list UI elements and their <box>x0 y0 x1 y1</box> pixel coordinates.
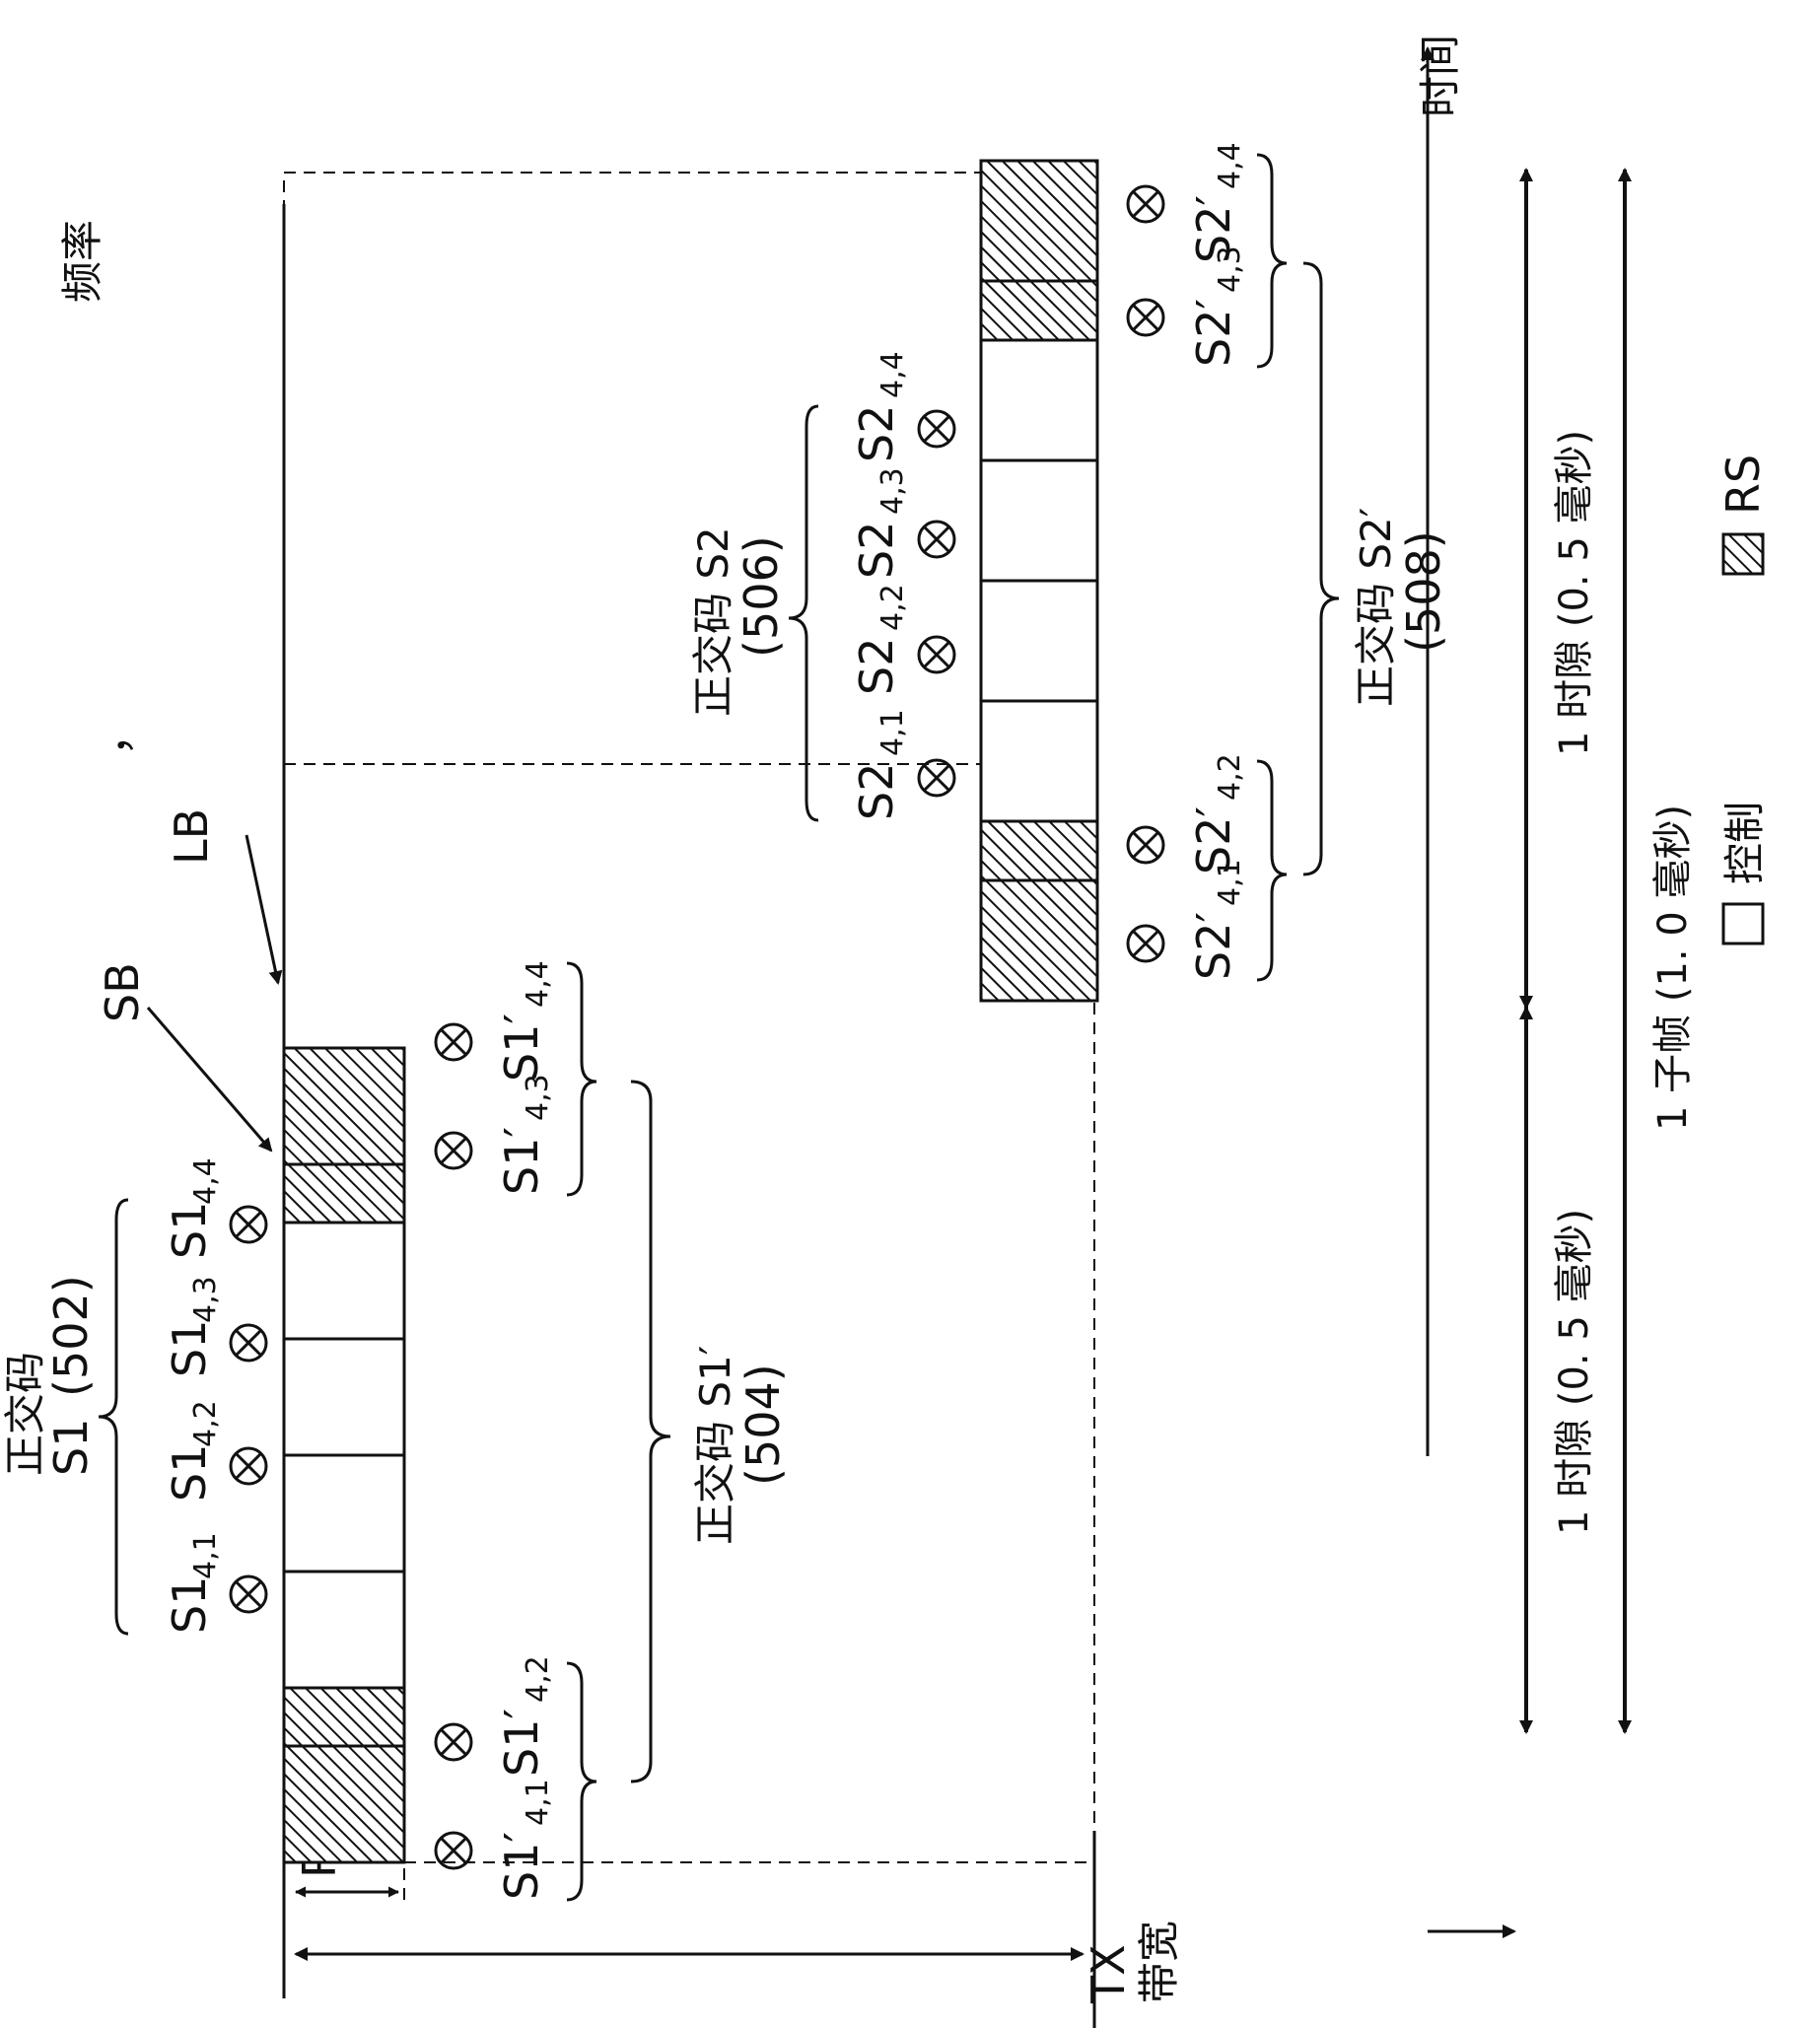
s2-symbol-2: S24,2 <box>850 584 954 695</box>
slot2-resource-block <box>981 161 1097 1001</box>
s2p-symbol-4: S2′4,4 <box>1128 142 1247 263</box>
legend-control-swatch <box>1723 904 1763 944</box>
svg-text:4,2: 4,2 <box>875 584 910 631</box>
slot2-control-1 <box>981 701 1097 821</box>
slot2-sb-rs-1 <box>981 821 1097 880</box>
s2p-code-title: 正交码 S2′ <box>1352 508 1400 707</box>
s1-code-name: S1 <box>44 1419 98 1476</box>
tx-label: TX <box>1082 1944 1135 2004</box>
sb-label: SB <box>96 962 149 1022</box>
s1-symbol-1: S14,1 <box>163 1532 266 1634</box>
s2p-outer-brace <box>1303 263 1339 874</box>
svg-text:4,3: 4,3 <box>188 1276 223 1323</box>
s2-brace <box>789 406 818 820</box>
s2p-code-number: (508) <box>1397 530 1450 653</box>
slot1-control-3 <box>284 1339 404 1455</box>
slot1-sb-rs-2 <box>284 1164 404 1223</box>
svg-text:S2: S2 <box>850 522 903 579</box>
s1p-symbols: S1′4,1 S1′4,2 S1′4,3 S1′4,4 <box>436 960 555 1900</box>
legend-rs-swatch <box>1723 534 1763 574</box>
s2-symbol-3: S24,3 <box>850 467 954 579</box>
svg-text:S1′: S1′ <box>495 1127 548 1195</box>
svg-text:4,4: 4,4 <box>521 960 555 1008</box>
slot1-lb-rs-1 <box>284 1746 404 1862</box>
slot1-control-4 <box>284 1223 404 1339</box>
svg-text:4,1: 4,1 <box>521 1779 555 1826</box>
s1p-left-brace <box>567 1663 596 1900</box>
sb-pointer <box>148 1008 271 1151</box>
legend-rs-label: RS <box>1716 455 1770 515</box>
svg-text:4,3: 4,3 <box>875 467 910 515</box>
svg-text:S2: S2 <box>850 405 903 462</box>
svg-text:S2′: S2′ <box>1187 912 1240 980</box>
time-axis-label: 时间 <box>1416 35 1464 117</box>
svg-text:4,4: 4,4 <box>875 351 910 398</box>
s1p-outer-brace <box>631 1082 670 1782</box>
s1p-right-brace <box>567 963 596 1195</box>
s2-symbols: S24,1 S24,2 S24,3 S24,4 <box>850 351 954 820</box>
svg-text:S2: S2 <box>850 638 903 695</box>
s1-symbol-2: S14,2 <box>163 1400 266 1502</box>
s1-symbol-3: S14,3 <box>163 1276 266 1377</box>
svg-text:4,2: 4,2 <box>521 1655 555 1703</box>
slot2-control-2 <box>981 581 1097 701</box>
svg-text:4,1: 4,1 <box>875 709 910 756</box>
slot2-duration-label: 1 时隙 (0. 5 毫秒) <box>1552 430 1597 756</box>
s1p-symbol-2: S1′4,2 <box>436 1655 555 1777</box>
slot1-control-1 <box>284 1572 404 1688</box>
slot1-resource-block <box>284 1048 404 1862</box>
svg-text:S2: S2 <box>850 763 903 820</box>
lb-label: LB <box>165 808 218 865</box>
s2p-symbol-1: S2′4,1 <box>1128 859 1247 980</box>
slot1-sb-rs-1 <box>284 1688 404 1746</box>
subframe-duration-label: 1 子帧 (1. 0 毫秒) <box>1650 804 1696 1131</box>
slot2-control-4 <box>981 340 1097 460</box>
svg-text:S1: S1 <box>163 1576 216 1634</box>
s2p-symbol-2: S2′4,2 <box>1128 753 1247 874</box>
slot2-control-3 <box>981 460 1097 581</box>
s1p-symbol-3: S1′4,3 <box>436 1074 555 1195</box>
legend-control-label: 控制 <box>1720 802 1769 884</box>
s2p-right-brace <box>1257 155 1287 367</box>
s1-symbols: S14,1 S14,2 S14,3 S14,4 <box>163 1157 266 1634</box>
s1p-code-title: 正交码 S1′ <box>691 1346 739 1545</box>
svg-text:S2′: S2′ <box>1187 806 1240 874</box>
s1-code-number: (502) <box>44 1275 98 1397</box>
svg-text:4,2: 4,2 <box>188 1400 223 1447</box>
svg-text:S2′: S2′ <box>1187 195 1240 263</box>
s2p-left-brace <box>1257 761 1287 980</box>
svg-text:S1: S1 <box>163 1320 216 1377</box>
tick-mark: ， <box>86 711 139 756</box>
svg-text:S1′: S1′ <box>495 1014 548 1082</box>
svg-text:4,4: 4,4 <box>1213 142 1247 189</box>
s2-code-title: 正交码 S2 <box>689 526 737 717</box>
s1p-symbol-1: S1′4,1 <box>436 1779 555 1900</box>
svg-text:4,4: 4,4 <box>188 1157 223 1205</box>
slot2-lb-rs-1 <box>981 880 1097 1001</box>
s1-code-title: 正交码 <box>1 1352 49 1476</box>
slot2-sb-rs-2 <box>981 281 1097 340</box>
slot1-duration-label: 1 时隙 (0. 5 毫秒) <box>1552 1209 1597 1535</box>
s2-code-number: (506) <box>735 535 788 658</box>
svg-text:S1′: S1′ <box>495 1832 548 1900</box>
s1p-code-number: (504) <box>736 1364 790 1486</box>
s2p-symbols: S2′4,1 S2′4,2 S2′4,3 S2′4,4 <box>1128 142 1247 980</box>
s2-symbol-4: S24,4 <box>850 351 954 462</box>
svg-text:S2′: S2′ <box>1187 299 1240 367</box>
svg-text:4,1: 4,1 <box>188 1532 223 1579</box>
slot2-lb-rs-2 <box>981 161 1097 281</box>
s1p-symbol-4: S1′4,4 <box>436 960 555 1082</box>
svg-text:4,2: 4,2 <box>1213 753 1247 801</box>
svg-text:S1: S1 <box>163 1444 216 1502</box>
lb-pointer <box>246 835 278 983</box>
slot1-lb-rs-2 <box>284 1048 404 1164</box>
tx-bandwidth-label: 带宽 <box>1135 1921 1183 2003</box>
s1-brace <box>99 1200 128 1634</box>
svg-text:S1′: S1′ <box>495 1709 548 1777</box>
frequency-axis-label: 频率 <box>58 220 106 303</box>
svg-text:S1: S1 <box>163 1202 216 1259</box>
s1-symbol-4: S14,4 <box>163 1157 266 1259</box>
slot1-control-2 <box>284 1455 404 1572</box>
